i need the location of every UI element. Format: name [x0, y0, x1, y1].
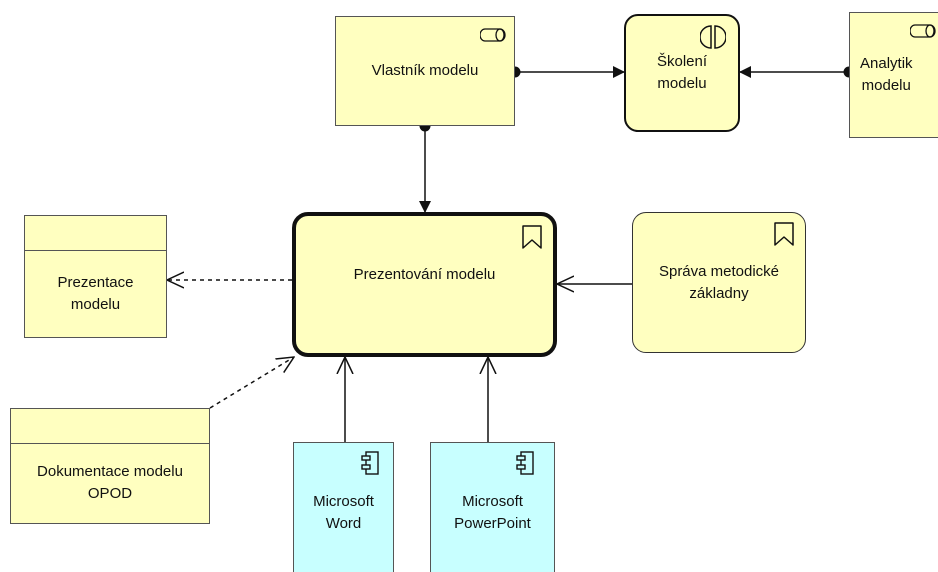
node-skoleni-modelu[interactable]: Školení modelu — [624, 14, 740, 132]
edge-vlastnik-prezentovani — [419, 120, 431, 213]
node-label: Dokumentace modelu OPOD — [37, 463, 183, 502]
node-dokumentace-modelu-opod[interactable]: Dokumentace modelu OPOD — [10, 408, 210, 524]
node-label: Školení modelu — [656, 53, 708, 92]
process-event-icon — [774, 222, 794, 246]
representation-header — [25, 216, 166, 251]
node-sprava-metodicke-zakladny[interactable]: Správa metodické základny — [632, 212, 806, 353]
component-icon — [516, 451, 534, 475]
node-microsoft-word[interactable]: Microsoft Word — [293, 442, 394, 572]
role-icon — [480, 28, 506, 42]
node-label: Správa metodické základny — [658, 262, 780, 302]
node-analytik-modelu[interactable]: Analytik modelu — [849, 12, 938, 138]
node-label: Microsoft Word — [313, 492, 374, 532]
node-vlastnik-modelu[interactable]: Vlastník modelu — [335, 16, 515, 126]
edge-dokumentace-prezentovani — [209, 357, 294, 409]
process-event-icon — [522, 225, 542, 249]
node-label: Prezentování modelu — [353, 266, 496, 283]
node-label: Microsoft PowerPoint — [454, 492, 531, 532]
edge-analytik-skoleni — [739, 66, 855, 78]
representation-header — [11, 409, 209, 444]
node-prezentovani-modelu[interactable]: Prezentování modelu — [292, 212, 557, 357]
role-icon — [910, 24, 936, 38]
node-label: Vlastník modelu — [371, 62, 479, 79]
node-label: Prezentace modelu — [57, 273, 134, 313]
edge-vlastnik-skoleni — [509, 66, 625, 78]
component-icon — [361, 451, 379, 475]
node-prezentace-modelu[interactable]: Prezentace modelu — [24, 215, 167, 338]
interaction-icon — [700, 25, 726, 49]
node-microsoft-powerpoint[interactable]: Microsoft PowerPoint — [430, 442, 555, 572]
node-label: Analytik modelu — [860, 55, 913, 94]
